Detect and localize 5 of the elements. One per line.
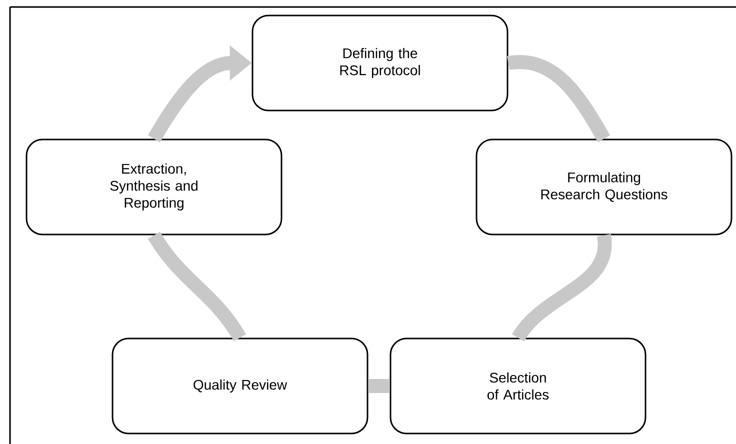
process-box: Quality Review — [112, 338, 368, 434]
process-box: Extraction, Synthesis and Reporting — [26, 138, 282, 236]
process-box: Formulating Research Questions — [476, 138, 732, 236]
process-box: Defining the RSL protocol — [252, 14, 508, 112]
process-box: Selection of Articles — [390, 338, 646, 434]
